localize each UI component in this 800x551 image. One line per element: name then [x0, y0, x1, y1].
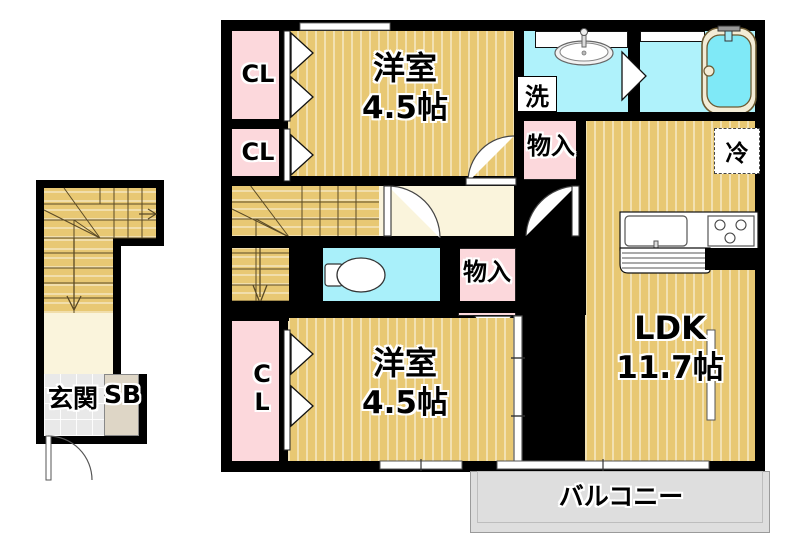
kitchen-cabinet-front [619, 247, 711, 274]
window-ldk-east [706, 329, 716, 421]
bedroom-north-size: 4.5帖 [362, 90, 448, 126]
entrance-door-swing [45, 435, 93, 481]
closet-cl-north-upper-label: CL [241, 60, 275, 88]
bathtub-icon [701, 25, 757, 115]
balcony-inner-line [477, 471, 763, 523]
wall-h-bedroom-north-bottom [226, 176, 524, 186]
washroom-label: 洗 [517, 76, 557, 112]
genkan-label: 玄関 [47, 384, 98, 413]
wall-v-hall-right [514, 186, 524, 242]
refrigerator-space: 冷 [714, 128, 760, 174]
bathroom-door-swing [621, 50, 647, 102]
closet-cl-north-lower-label: CL [241, 138, 275, 166]
wall-v-ldk-left-mid [576, 180, 586, 242]
wall-v-ldk-left-lower [576, 240, 586, 315]
wall-v-toilet-right [440, 240, 460, 305]
wall-v-bathroom-left [630, 26, 640, 54]
washbasin-icon [554, 28, 614, 66]
wall-h-stair-bottom [226, 311, 289, 321]
toilet-icon [324, 257, 386, 293]
genkan-tile-floor [44, 374, 104, 436]
shoe-box [104, 374, 139, 436]
bedroom-north-name: 洋室 [372, 49, 437, 87]
closet-north-upper-doors [283, 30, 314, 122]
entrance-hall-floor [44, 313, 113, 374]
closet-south-doors [283, 329, 314, 451]
ldk-size: 11.7帖 [616, 350, 724, 386]
stair-detail-left [43, 187, 158, 313]
wall-h-hall-bottom-toilet [289, 236, 519, 248]
wall-v-ldk-left-upper [576, 118, 586, 180]
bedroom-south-size: 4.5帖 [362, 385, 448, 421]
stair-run-left [44, 238, 113, 313]
hallway-door-left [383, 185, 441, 239]
shoe-box-label: SB [104, 380, 142, 409]
closet-north-lower-doors [283, 128, 314, 182]
closet-cl-north-lower [232, 128, 284, 181]
wall-h-kitchen-stub [705, 248, 760, 270]
window-bedroom-south [379, 459, 463, 471]
wall-h-closet-divider-north [226, 119, 286, 129]
window-ldk-balcony [496, 459, 710, 471]
bathroom-shelf [640, 31, 705, 42]
stair-down-arrow-left [66, 238, 82, 312]
hallway-door-ldk [525, 185, 580, 237]
storage-center-label: 物入 [463, 258, 511, 286]
closet-cl-south [232, 318, 284, 461]
storage-north-label: 物入 [527, 132, 575, 160]
bedroom-south-name: 洋室 [372, 344, 437, 382]
wall-h-wet-bottom [516, 112, 765, 121]
bedroom-north-door [465, 135, 517, 186]
balcony-label: バルコニー [558, 482, 684, 511]
ldk-name: LDK [634, 309, 706, 347]
wall-v-toilet-left [289, 240, 323, 305]
sliding-partition-south [511, 315, 525, 463]
wall-v-bathroom-left-lower [630, 98, 640, 118]
kitchen-counter [619, 211, 759, 253]
bedroom-south-floor [288, 318, 518, 461]
wall-h-hall-bottom-left [226, 236, 289, 248]
window-bedroom-north-top [299, 22, 391, 31]
closet-cl-south-label: CL [248, 360, 276, 416]
closet-cl-north-upper [232, 31, 284, 121]
